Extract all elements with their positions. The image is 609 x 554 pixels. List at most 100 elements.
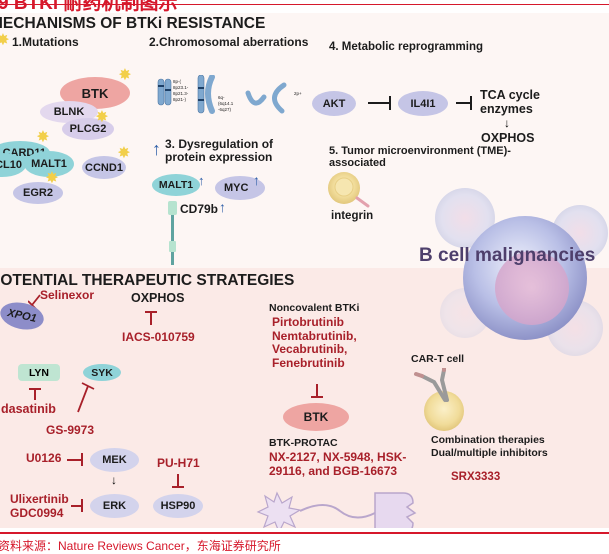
- car-t-cell-icon: [414, 368, 464, 431]
- myc-node: MYC: [215, 176, 265, 200]
- tme-line1: 5. Tumor microenvironment (TME)-: [329, 145, 511, 157]
- akt-node: AKT: [312, 91, 356, 116]
- b-cell-malignancies-label: B cell malignancies: [419, 245, 596, 266]
- dysregulation-label: 3. Dysregulation of protein expression: [165, 138, 273, 164]
- erk-drugs: Ulixertinib GDC0994: [10, 492, 69, 520]
- ccnd1-node: CCND1: [82, 156, 126, 179]
- btk-node: BTK: [60, 77, 130, 109]
- tme-label: 5. Tumor microenvironment (TME)- associa…: [329, 145, 511, 169]
- hsp90-node: HSP90: [153, 494, 203, 518]
- malt1-node: MALT1: [24, 151, 74, 177]
- inhibition-bar: [81, 499, 83, 512]
- chromosome-6q-annotation: 6q-: [218, 95, 225, 100]
- protac-drug-list: NX-2127, NX-5948, HSK- 29116, and BGB-16…: [269, 450, 406, 478]
- cell-nucleus: [495, 251, 569, 325]
- svg-text:8p23.1-: 8p23.1-: [173, 85, 189, 90]
- mutation-star-icon: ✸: [118, 67, 132, 84]
- source-text: 资料来源：Nature Reviews Cancer，东海证券研究所: [0, 539, 281, 553]
- chromosome-illustration: 8p-( 8p23.1-8p21.3-8p21-) 6q- (6q14.1-6q…: [157, 75, 302, 114]
- footer-divider: [0, 532, 609, 534]
- svg-text:8p21-): 8p21-): [173, 97, 187, 102]
- chromosome-2p-annotation: 2p+: [294, 91, 302, 96]
- dasatinib-drug: dasatinib: [1, 402, 56, 416]
- svg-text:(6q14.1: (6q14.1: [218, 101, 234, 106]
- cd79b-label: CD79b: [180, 202, 219, 216]
- inhibition-line: [368, 102, 390, 104]
- svg-text:-6q27): -6q27): [218, 107, 232, 112]
- down-arrow-icon: ↓: [111, 473, 117, 487]
- up-arrow-icon: ↑: [219, 199, 226, 215]
- inhibition-line: [177, 474, 179, 486]
- mutation-star-icon: ✸: [36, 129, 50, 146]
- chromosomal-label: 2.Chromosomal aberrations: [149, 35, 309, 49]
- inhibition-line: [456, 102, 470, 104]
- tca-line2: enzymes: [480, 102, 533, 116]
- pirtobrutinib-drug: Pirtobrutinib: [272, 315, 344, 329]
- inhibition-bar: [389, 96, 391, 110]
- resistance-heading: MECHANISMS OF BTKi RESISTANCE: [0, 15, 266, 32]
- inhibition-icon: [77, 382, 95, 413]
- protac-linker: [299, 504, 376, 519]
- figure-title-bar: 9 BTKi 耐药机制图示: [0, 0, 609, 14]
- inhibition-bar: [470, 96, 472, 110]
- svg-text:8p21.3-: 8p21.3-: [173, 91, 189, 96]
- inhibition-line: [71, 505, 81, 507]
- oxphos-label: OXPHOS: [481, 131, 535, 145]
- srx3333-drug: SRX3333: [451, 471, 501, 483]
- noncovalent-btki-label: Noncovalent BTKi: [269, 302, 360, 314]
- noncovalent-drug-list: Pirtobrutinib Nemtabrutinib, Vecabrutini…: [272, 315, 357, 370]
- figure-title: 9 BTKi 耐药机制图示: [0, 0, 178, 14]
- figure: MECHANISMS OF BTKi RESISTANCE ✸ 1.Mutati…: [0, 13, 609, 528]
- car-t-label: CAR-T cell: [411, 353, 465, 365]
- gdc0994-drug: GDC0994: [10, 506, 64, 520]
- up-arrow-icon: ↑: [253, 172, 260, 188]
- small-cell: [435, 188, 495, 248]
- inhibition-line: [34, 388, 36, 400]
- up-arrow-icon: ↑: [198, 173, 205, 188]
- inhibition-bar: [172, 486, 184, 488]
- protac-drugs-line1: NX-2127, NX-5948, HSK-: [269, 450, 407, 464]
- protac-drugs-line2: 29116, and BGB-16673: [269, 464, 398, 478]
- egr2-node: EGR2: [13, 182, 63, 204]
- combination-line1: Combination therapies: [431, 434, 545, 446]
- vecabrutinib-drug: Vecabrutinib,: [272, 342, 348, 356]
- dysregulation-label-line2: protein expression: [165, 150, 273, 164]
- integrin-label: integrin: [331, 210, 374, 222]
- metabolic-label: 4. Metabolic reprogramming: [329, 41, 484, 53]
- nemtabrutinib-drug: Nemtabrutinib,: [272, 328, 357, 343]
- cd79b-receptor-stalk: [171, 215, 174, 265]
- inhibition-line: [150, 311, 152, 325]
- inhibition-bar: [311, 396, 323, 398]
- tca-line1: TCA cycle: [480, 88, 540, 102]
- combination-line2: Dual/multiple inhibitors: [431, 447, 548, 459]
- title-divider: [0, 4, 609, 5]
- e3-ligand-star: [256, 491, 302, 528]
- selinexor-drug: Selinexor: [40, 288, 95, 302]
- integrin-cell-icon: [328, 172, 370, 208]
- mutation-star-icon: ✸: [0, 32, 10, 49]
- cd79b-receptor-domain: [169, 241, 176, 252]
- mutation-star-icon: ✸: [95, 109, 109, 126]
- mutations-label: 1.Mutations: [12, 35, 79, 49]
- mek-node: MEK: [90, 448, 139, 472]
- u0126-drug: U0126: [26, 451, 62, 465]
- lyn-node: LYN: [18, 364, 60, 381]
- tca-cycle-label: TCA cycle enzymes: [480, 88, 540, 116]
- b-cell-illustration: [435, 188, 608, 356]
- btk-protac-label: BTK-PROTAC: [269, 437, 338, 449]
- oxphos-target: OXPHOS: [131, 291, 185, 305]
- down-arrow-icon: ↓: [504, 116, 510, 130]
- btk-binder-shape: [374, 492, 417, 528]
- protac-molecule-illustration: [256, 491, 417, 528]
- syk-node: SYK: [83, 364, 121, 381]
- inhibition-line: [67, 459, 81, 461]
- up-arrow-icon: ↑: [152, 139, 161, 159]
- inhibition-line: [316, 384, 318, 396]
- mutation-star-icon: ✸: [45, 170, 59, 187]
- mutation-star-icon: ✸: [117, 145, 131, 162]
- btk-target-node: BTK: [283, 403, 349, 431]
- il4i1-node: IL4I1: [398, 91, 448, 116]
- inhibition-bar: [81, 453, 83, 466]
- tme-line2: associated: [329, 157, 386, 169]
- fenebrutinib-drug: Fenebrutinib: [272, 355, 345, 370]
